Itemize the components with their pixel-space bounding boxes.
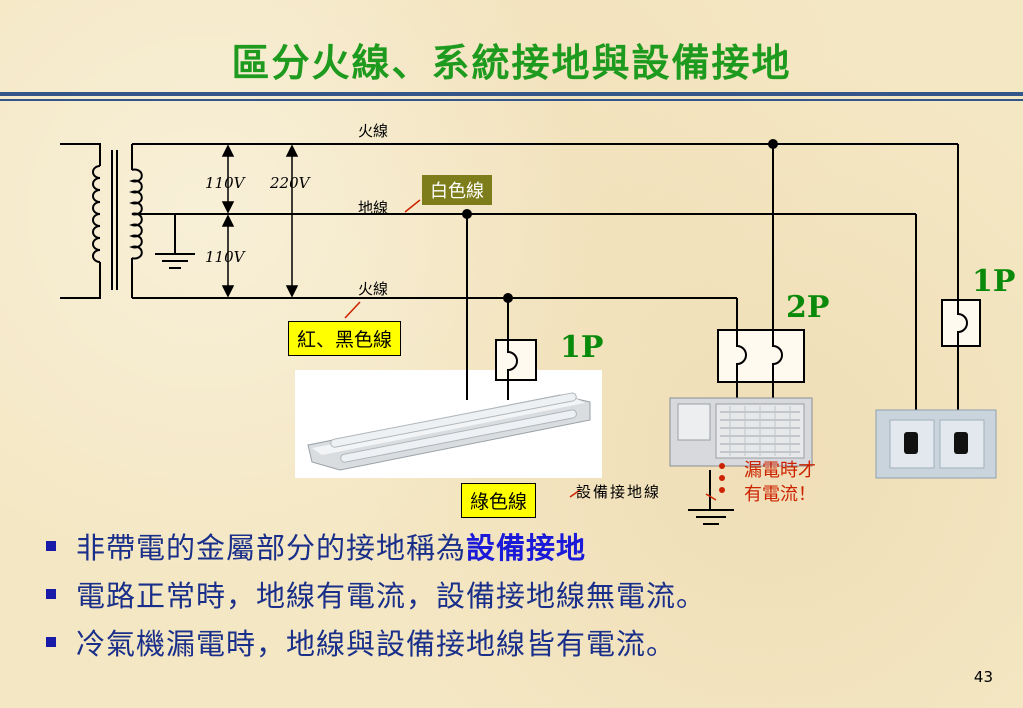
breaker-2p-ac bbox=[717, 329, 805, 383]
pointer-white-wire bbox=[404, 199, 421, 213]
bullet-item: 電路正常時，地線有電流，設備接地線無電流。 bbox=[46, 570, 706, 618]
label-live-bottom: 火線 bbox=[358, 280, 389, 298]
pointer-equipment-ground bbox=[705, 493, 717, 501]
title-rule-thin bbox=[0, 99, 1023, 101]
label-white-wire: 白色線 bbox=[422, 175, 492, 205]
bullet-highlight: 設備接地 bbox=[466, 531, 587, 565]
voltage-arrow-110-bottom bbox=[221, 214, 235, 298]
bullet-text: 電路正常時，地線有電流，設備接地線無電流。 bbox=[76, 579, 707, 613]
fluorescent-light-image bbox=[295, 370, 602, 478]
label-red-black-wire: 紅、黑色線 bbox=[288, 321, 402, 356]
slide-title: 區分火線、系統接地與設備接地 bbox=[231, 40, 792, 85]
pointer-red-black-wire bbox=[344, 301, 361, 319]
label-live-top: 火線 bbox=[358, 122, 389, 140]
equipment-ground-symbol bbox=[688, 509, 734, 525]
breaker-1p-outlet bbox=[941, 299, 981, 347]
pointer-green-wire bbox=[569, 489, 581, 498]
bullet-text: 冷氣機漏電時，地線與設備接地線皆有電流。 bbox=[76, 627, 677, 661]
transformer-secondary-coil bbox=[129, 144, 143, 298]
voltage-arrow-220 bbox=[285, 144, 299, 298]
junction-dot-ac-live bbox=[768, 139, 778, 149]
title-rule-thick bbox=[0, 92, 1023, 96]
bullet-item: 冷氣機漏電時，地線與設備接地線皆有電流。 bbox=[46, 618, 706, 666]
bullet-item: 非帶電的金屬部分的接地稱為設備接地 bbox=[46, 522, 706, 570]
leak-note-line-2: 有電流！ bbox=[744, 484, 816, 505]
label-volt-220: 220V bbox=[270, 174, 310, 192]
label-breaker-1p-light: 1P bbox=[560, 330, 604, 365]
system-ground-symbol bbox=[155, 214, 195, 269]
bullet-list: 非帶電的金屬部分的接地稱為設備接地 電路正常時，地線有電流，設備接地線無電流。 … bbox=[46, 522, 706, 666]
bullet-text: 非帶電的金屬部分的接地稱為設備接地 bbox=[76, 525, 586, 567]
bullet-marker bbox=[46, 637, 56, 647]
transformer-primary-coil bbox=[60, 143, 101, 299]
leakage-dots bbox=[719, 463, 725, 493]
outlet-image bbox=[875, 409, 997, 479]
bullet-marker bbox=[46, 541, 56, 551]
label-equipment-ground: 設備接地線 bbox=[576, 483, 662, 501]
junction-dot-light-neutral bbox=[462, 209, 472, 219]
bullet-text-main: 非帶電的金屬部分的接地稱為 bbox=[76, 531, 467, 565]
junction-dot-light-live bbox=[503, 293, 513, 303]
label-volt-110-top: 110V bbox=[205, 174, 245, 192]
label-volt-110-bottom: 110V bbox=[205, 248, 245, 266]
label-breaker-1p-outlet: 1P bbox=[972, 264, 1016, 299]
breaker-1p-light bbox=[495, 339, 537, 381]
air-conditioner-image bbox=[669, 397, 813, 467]
label-ground-wire: 地線 bbox=[358, 199, 389, 217]
label-green-wire: 綠色線 bbox=[461, 483, 537, 518]
page-number: 43 bbox=[973, 668, 993, 686]
voltage-arrow-110-top bbox=[221, 144, 235, 214]
leak-note-line-1: 漏電時才 bbox=[744, 460, 816, 481]
label-breaker-2p: 2P bbox=[786, 290, 830, 325]
bullet-marker bbox=[46, 589, 56, 599]
